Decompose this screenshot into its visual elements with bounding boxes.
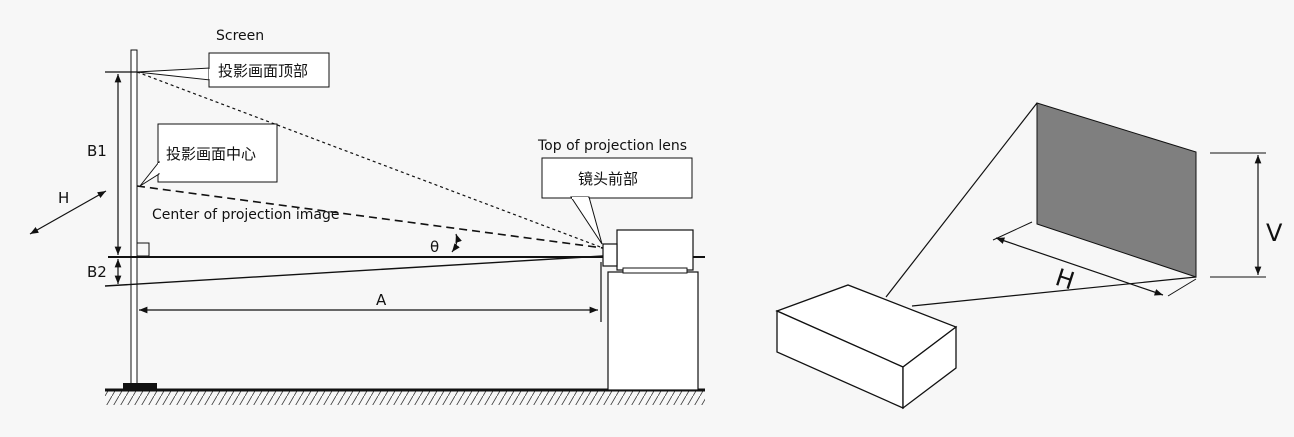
h-label-perspective: H: [1052, 263, 1078, 295]
dimension-b: B1 B2: [87, 74, 122, 284]
center-ray: [136, 185, 604, 249]
dimension-h-side: H: [29, 189, 107, 235]
screen-label: Screen: [216, 28, 264, 44]
floor: [105, 388, 705, 405]
projector-side: [602, 229, 699, 391]
projector-side-face: [902, 325, 957, 410]
projector-table: [607, 271, 699, 391]
perspective-view: V H: [775, 102, 1283, 410]
b2-label: B2: [87, 263, 107, 281]
projected-screen: [1036, 102, 1197, 278]
h-label-side: H: [58, 189, 69, 207]
screen-center-callout-text: 投影画面中心: [166, 145, 256, 163]
bottom-ray: [104, 255, 604, 287]
b1-label: B1: [87, 142, 107, 160]
lens-top-caption: Top of projection lens: [537, 138, 687, 154]
side-view: B1 B2 H A θ Screen: [29, 28, 705, 405]
v-label: V: [1266, 219, 1283, 247]
dimension-v: V: [1210, 152, 1283, 278]
dimension-a: A: [139, 262, 602, 322]
projection-rays: [104, 71, 705, 287]
projector-body: [616, 229, 694, 271]
right-angle-marker: [136, 242, 150, 257]
projection-edge-top: [885, 102, 1038, 298]
projector-lens: [602, 243, 618, 267]
lens-top-callout-text: 镜头前部: [578, 170, 638, 188]
callout-lens-top: Top of projection lens 镜头前部: [537, 138, 693, 245]
theta-label: θ: [430, 238, 439, 256]
angle-theta: θ: [430, 233, 462, 256]
screen-top-callout-text: 投影画面顶部: [218, 62, 308, 80]
top-ray: [136, 71, 604, 249]
callout-screen-top: 投影画面顶部: [136, 52, 330, 88]
callout-screen-center: 投影画面中心: [139, 123, 278, 187]
projector-box: [775, 284, 958, 410]
center-caption: Center of projection image: [152, 207, 340, 223]
a-label: A: [376, 291, 387, 309]
